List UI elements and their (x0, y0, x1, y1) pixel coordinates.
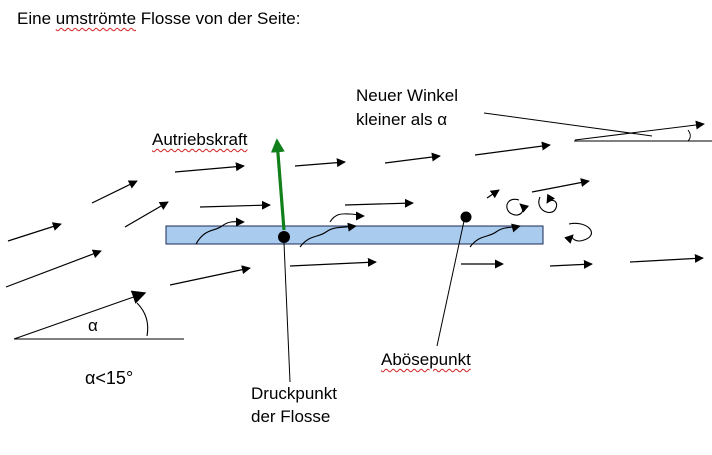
flow-arrow (629, 253, 704, 263)
angle-leader (483, 112, 653, 137)
inflow-arrow (5, 249, 102, 288)
alpha-angle-sketch (13, 290, 184, 340)
inflow-arrow (169, 265, 251, 286)
inflow-arrow (124, 201, 169, 228)
lift-label: Autriebskraft (152, 130, 248, 149)
inflow-arrows (5, 180, 251, 288)
flow-arrow (294, 158, 346, 168)
flow-arrow (549, 259, 593, 269)
surface-flow-squiggles (195, 211, 521, 248)
squiggle-arrow (299, 222, 357, 248)
separation-point-dot (460, 211, 472, 223)
separation-point-label: Abösepunkt (381, 350, 471, 369)
flow-arrow (174, 162, 245, 173)
new-angle-label-line1: Neuer Winkel (356, 86, 459, 105)
title-prefix: Eine (17, 9, 56, 28)
angle-arc (687, 129, 691, 142)
fin-plate (165, 225, 544, 245)
vortex-icon (564, 222, 592, 244)
flow-arrow (289, 257, 377, 267)
pressure-point-dot (278, 231, 290, 243)
vortex-icon (506, 198, 530, 216)
vortex-icon (538, 193, 558, 213)
angle-leg-arrow (574, 120, 705, 141)
inflow-arrow (7, 222, 62, 242)
squiggle-arrow (469, 223, 521, 248)
flow-arrow (531, 178, 590, 193)
flow-arrow (474, 141, 551, 156)
squiggle-arrow (195, 217, 245, 245)
lift-force-arrow (270, 138, 286, 231)
new-angle-sketch (483, 112, 712, 142)
alpha-arc (136, 302, 149, 337)
alpha-condition-label: α<15° (85, 368, 134, 388)
lower-flow-arrows (289, 253, 704, 269)
pressure-point-label-line2: der Flosse (251, 407, 331, 426)
pressure-point-leader (283, 242, 291, 383)
title-marked-word: umströmte (55, 9, 137, 28)
page-title: Eine umströmte Flosse von der Seite: (17, 9, 300, 29)
flow-arrow (199, 200, 271, 210)
flow-arrow (384, 152, 441, 164)
separation-point-leader (436, 220, 465, 347)
alpha-symbol-label: α (88, 316, 98, 335)
alpha-leg-arrow (13, 290, 147, 340)
vortices (506, 193, 592, 244)
new-angle-label-line2: kleiner als α (356, 110, 448, 129)
pressure-point-label-line1: Druckpunkt (251, 384, 337, 403)
inflow-arrow (91, 180, 138, 204)
flow-arrow (486, 189, 500, 199)
title-suffix: Flosse von der Seite: (136, 9, 301, 28)
squiggle-arrow (329, 211, 365, 223)
upper-flow-arrows (174, 141, 590, 210)
flow-arrow (344, 198, 414, 208)
